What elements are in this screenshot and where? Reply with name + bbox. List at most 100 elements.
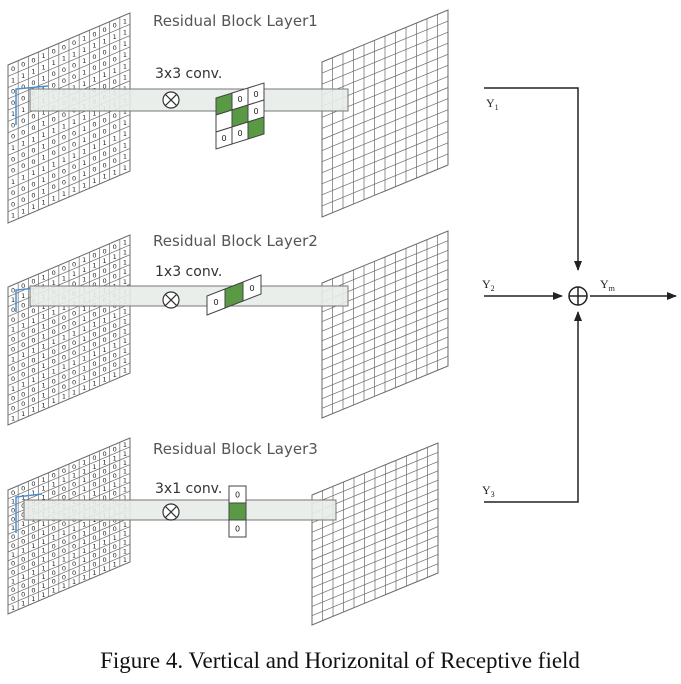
svg-text:1: 1 — [123, 40, 127, 48]
layer-2-feature-bar — [29, 285, 349, 307]
svg-text:1: 1 — [72, 50, 76, 58]
layer-3-title: Residual Block Layer3 — [153, 440, 318, 458]
svg-text:0: 0 — [92, 340, 96, 348]
svg-text:1: 1 — [52, 338, 56, 346]
svg-text:1: 1 — [52, 560, 56, 568]
svg-text:1: 1 — [72, 578, 76, 586]
svg-text:1: 1 — [31, 406, 35, 414]
svg-text:0: 0 — [21, 529, 25, 537]
y3-label: Y3 — [482, 483, 495, 499]
svg-text:1: 1 — [72, 329, 76, 337]
svg-text:1: 1 — [11, 326, 15, 334]
svg-text:0: 0 — [213, 298, 218, 307]
svg-text:0: 0 — [52, 525, 56, 533]
layer-1-multiply-icon — [162, 91, 180, 109]
svg-text:0: 0 — [103, 366, 107, 374]
svg-text:1: 1 — [31, 135, 35, 143]
svg-text:0: 0 — [237, 95, 242, 104]
svg-text:1: 1 — [42, 75, 46, 83]
svg-text:0: 0 — [11, 200, 15, 208]
svg-text:1: 1 — [82, 46, 86, 54]
svg-text:1: 1 — [92, 543, 96, 551]
svg-text:1: 1 — [123, 278, 127, 286]
svg-text:0: 0 — [31, 551, 35, 559]
svg-text:0: 0 — [103, 521, 107, 529]
svg-text:0: 0 — [31, 307, 35, 315]
svg-text:0: 0 — [21, 95, 25, 103]
svg-text:1: 1 — [52, 368, 56, 376]
sum-node — [568, 286, 588, 306]
svg-text:1: 1 — [92, 321, 96, 329]
svg-text:0: 0 — [92, 534, 96, 542]
figure-caption: Figure 4. Vertical and Horizonital of Re… — [100, 648, 580, 673]
svg-text:1: 1 — [123, 153, 127, 161]
svg-text:0: 0 — [92, 330, 96, 338]
svg-text:0: 0 — [52, 115, 56, 123]
svg-text:1: 1 — [42, 154, 46, 162]
svg-text:1: 1 — [123, 108, 127, 116]
svg-text:0: 0 — [11, 189, 15, 197]
y3-connector — [484, 311, 582, 503]
svg-text:0: 0 — [21, 511, 25, 519]
svg-text:1: 1 — [52, 279, 56, 287]
svg-text:0: 0 — [52, 172, 56, 180]
svg-text:0: 0 — [62, 324, 66, 332]
svg-text:1: 1 — [82, 384, 86, 392]
svg-text:0: 0 — [72, 560, 76, 568]
svg-text:1: 1 — [103, 139, 107, 147]
svg-text:1: 1 — [11, 498, 15, 506]
svg-text:0: 0 — [72, 542, 76, 550]
svg-text:0: 0 — [31, 327, 35, 335]
svg-text:1: 1 — [62, 529, 66, 537]
svg-text:0: 0 — [92, 271, 96, 279]
svg-text:0: 0 — [52, 358, 56, 366]
svg-text:1: 1 — [113, 534, 117, 542]
svg-text:1: 1 — [62, 476, 66, 484]
svg-text:1: 1 — [42, 401, 46, 409]
layer-1-feature-bar — [29, 88, 349, 112]
svg-text:1: 1 — [123, 477, 127, 485]
svg-text:1: 1 — [42, 573, 46, 581]
layer-1-output-matrix — [321, 9, 449, 218]
svg-text:1: 1 — [21, 573, 25, 581]
svg-text:1: 1 — [82, 458, 86, 466]
svg-text:0: 0 — [31, 356, 35, 364]
svg-text:0: 0 — [103, 116, 107, 124]
svg-text:1: 1 — [113, 33, 117, 41]
svg-text:1: 1 — [123, 547, 127, 555]
layer-2: Residual Block Layer2 010010010010010100… — [7, 230, 449, 426]
svg-text:1: 1 — [72, 186, 76, 194]
svg-text:0: 0 — [92, 552, 96, 560]
svg-text:0: 0 — [72, 319, 76, 327]
svg-text:0: 0 — [72, 489, 76, 497]
layer-2-output-matrix — [321, 230, 449, 419]
svg-text:0: 0 — [113, 146, 117, 154]
svg-text:1: 1 — [92, 380, 96, 388]
svg-text:1: 1 — [62, 190, 66, 198]
svg-text:0: 0 — [103, 356, 107, 364]
svg-text:1: 1 — [72, 472, 76, 480]
svg-text:1: 1 — [82, 476, 86, 484]
svg-text:1: 1 — [113, 481, 117, 489]
layer-2-kernel: 00 — [206, 274, 262, 316]
svg-text:0: 0 — [31, 586, 35, 594]
svg-text:0: 0 — [21, 282, 25, 290]
svg-text:0: 0 — [21, 117, 25, 125]
svg-text:1: 1 — [62, 363, 66, 371]
svg-text:1: 1 — [123, 29, 127, 37]
svg-text:0: 0 — [103, 49, 107, 57]
svg-text:1: 1 — [42, 63, 46, 71]
svg-text:1: 1 — [82, 355, 86, 363]
svg-text:1: 1 — [92, 350, 96, 358]
svg-text:0: 0 — [103, 128, 107, 136]
svg-text:0: 0 — [11, 506, 15, 514]
svg-text:1: 1 — [52, 397, 56, 405]
svg-text:1: 1 — [72, 525, 76, 533]
svg-text:0: 0 — [11, 121, 15, 129]
svg-text:1: 1 — [103, 565, 107, 573]
svg-text:1: 1 — [123, 119, 127, 127]
svg-text:0: 0 — [31, 192, 35, 200]
svg-text:1: 1 — [42, 120, 46, 128]
